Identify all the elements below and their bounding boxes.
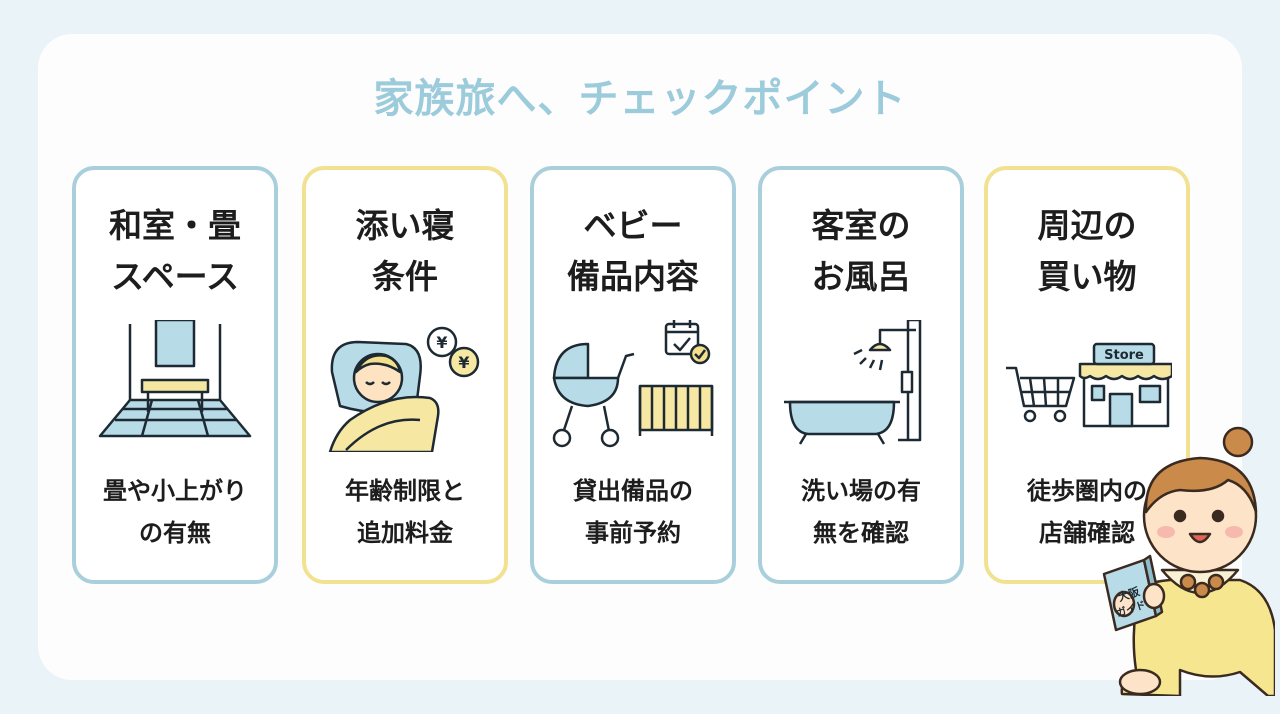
baby-mascot-illustration: 大阪 ガイド	[1102, 426, 1275, 696]
card-description: 年齢制限と 追加料金	[345, 477, 465, 547]
svg-text:大阪: 大阪	[1116, 584, 1142, 604]
card-baby-items: ベビー 備品内容 貸出備品の 事前予約	[530, 166, 736, 584]
bathtub-shower-icon	[784, 320, 922, 445]
card-cosleeping: 添い寝 条件 ¥ ¥ 年齢制限と 追加料金	[302, 166, 508, 584]
card-description: 洗い場の有 無を確認	[801, 477, 921, 547]
card-heading: 周辺の 買い物	[1037, 206, 1137, 296]
tatami-room-icon	[98, 320, 252, 438]
shopping-store-icon: Store	[1006, 342, 1172, 428]
card-description: 畳や小上がり の有無	[103, 477, 247, 547]
sleeping-baby-icon: ¥ ¥	[328, 326, 480, 452]
card-heading: 客室の お風呂	[811, 206, 911, 296]
svg-text:¥: ¥	[458, 353, 469, 372]
stroller-crib-icon	[552, 320, 714, 448]
card-heading: ベビー 備品内容	[567, 206, 699, 296]
svg-text:Store: Store	[1104, 348, 1144, 363]
card-heading: 添い寝 条件	[355, 206, 455, 296]
card-tatami: 和室・畳 スペース 畳や小上がり の有無	[72, 166, 278, 584]
card-bath: 客室の お風呂 洗い場の有 無を確認	[758, 166, 964, 584]
card-description: 徒歩圏内の 店舗確認	[1027, 477, 1147, 547]
page-title: 家族旅へ、チェックポイント	[373, 76, 907, 122]
svg-text:¥: ¥	[436, 333, 447, 352]
card-description: 貸出備品の 事前予約	[573, 477, 693, 547]
card-heading: 和室・畳 スペース	[109, 206, 241, 296]
